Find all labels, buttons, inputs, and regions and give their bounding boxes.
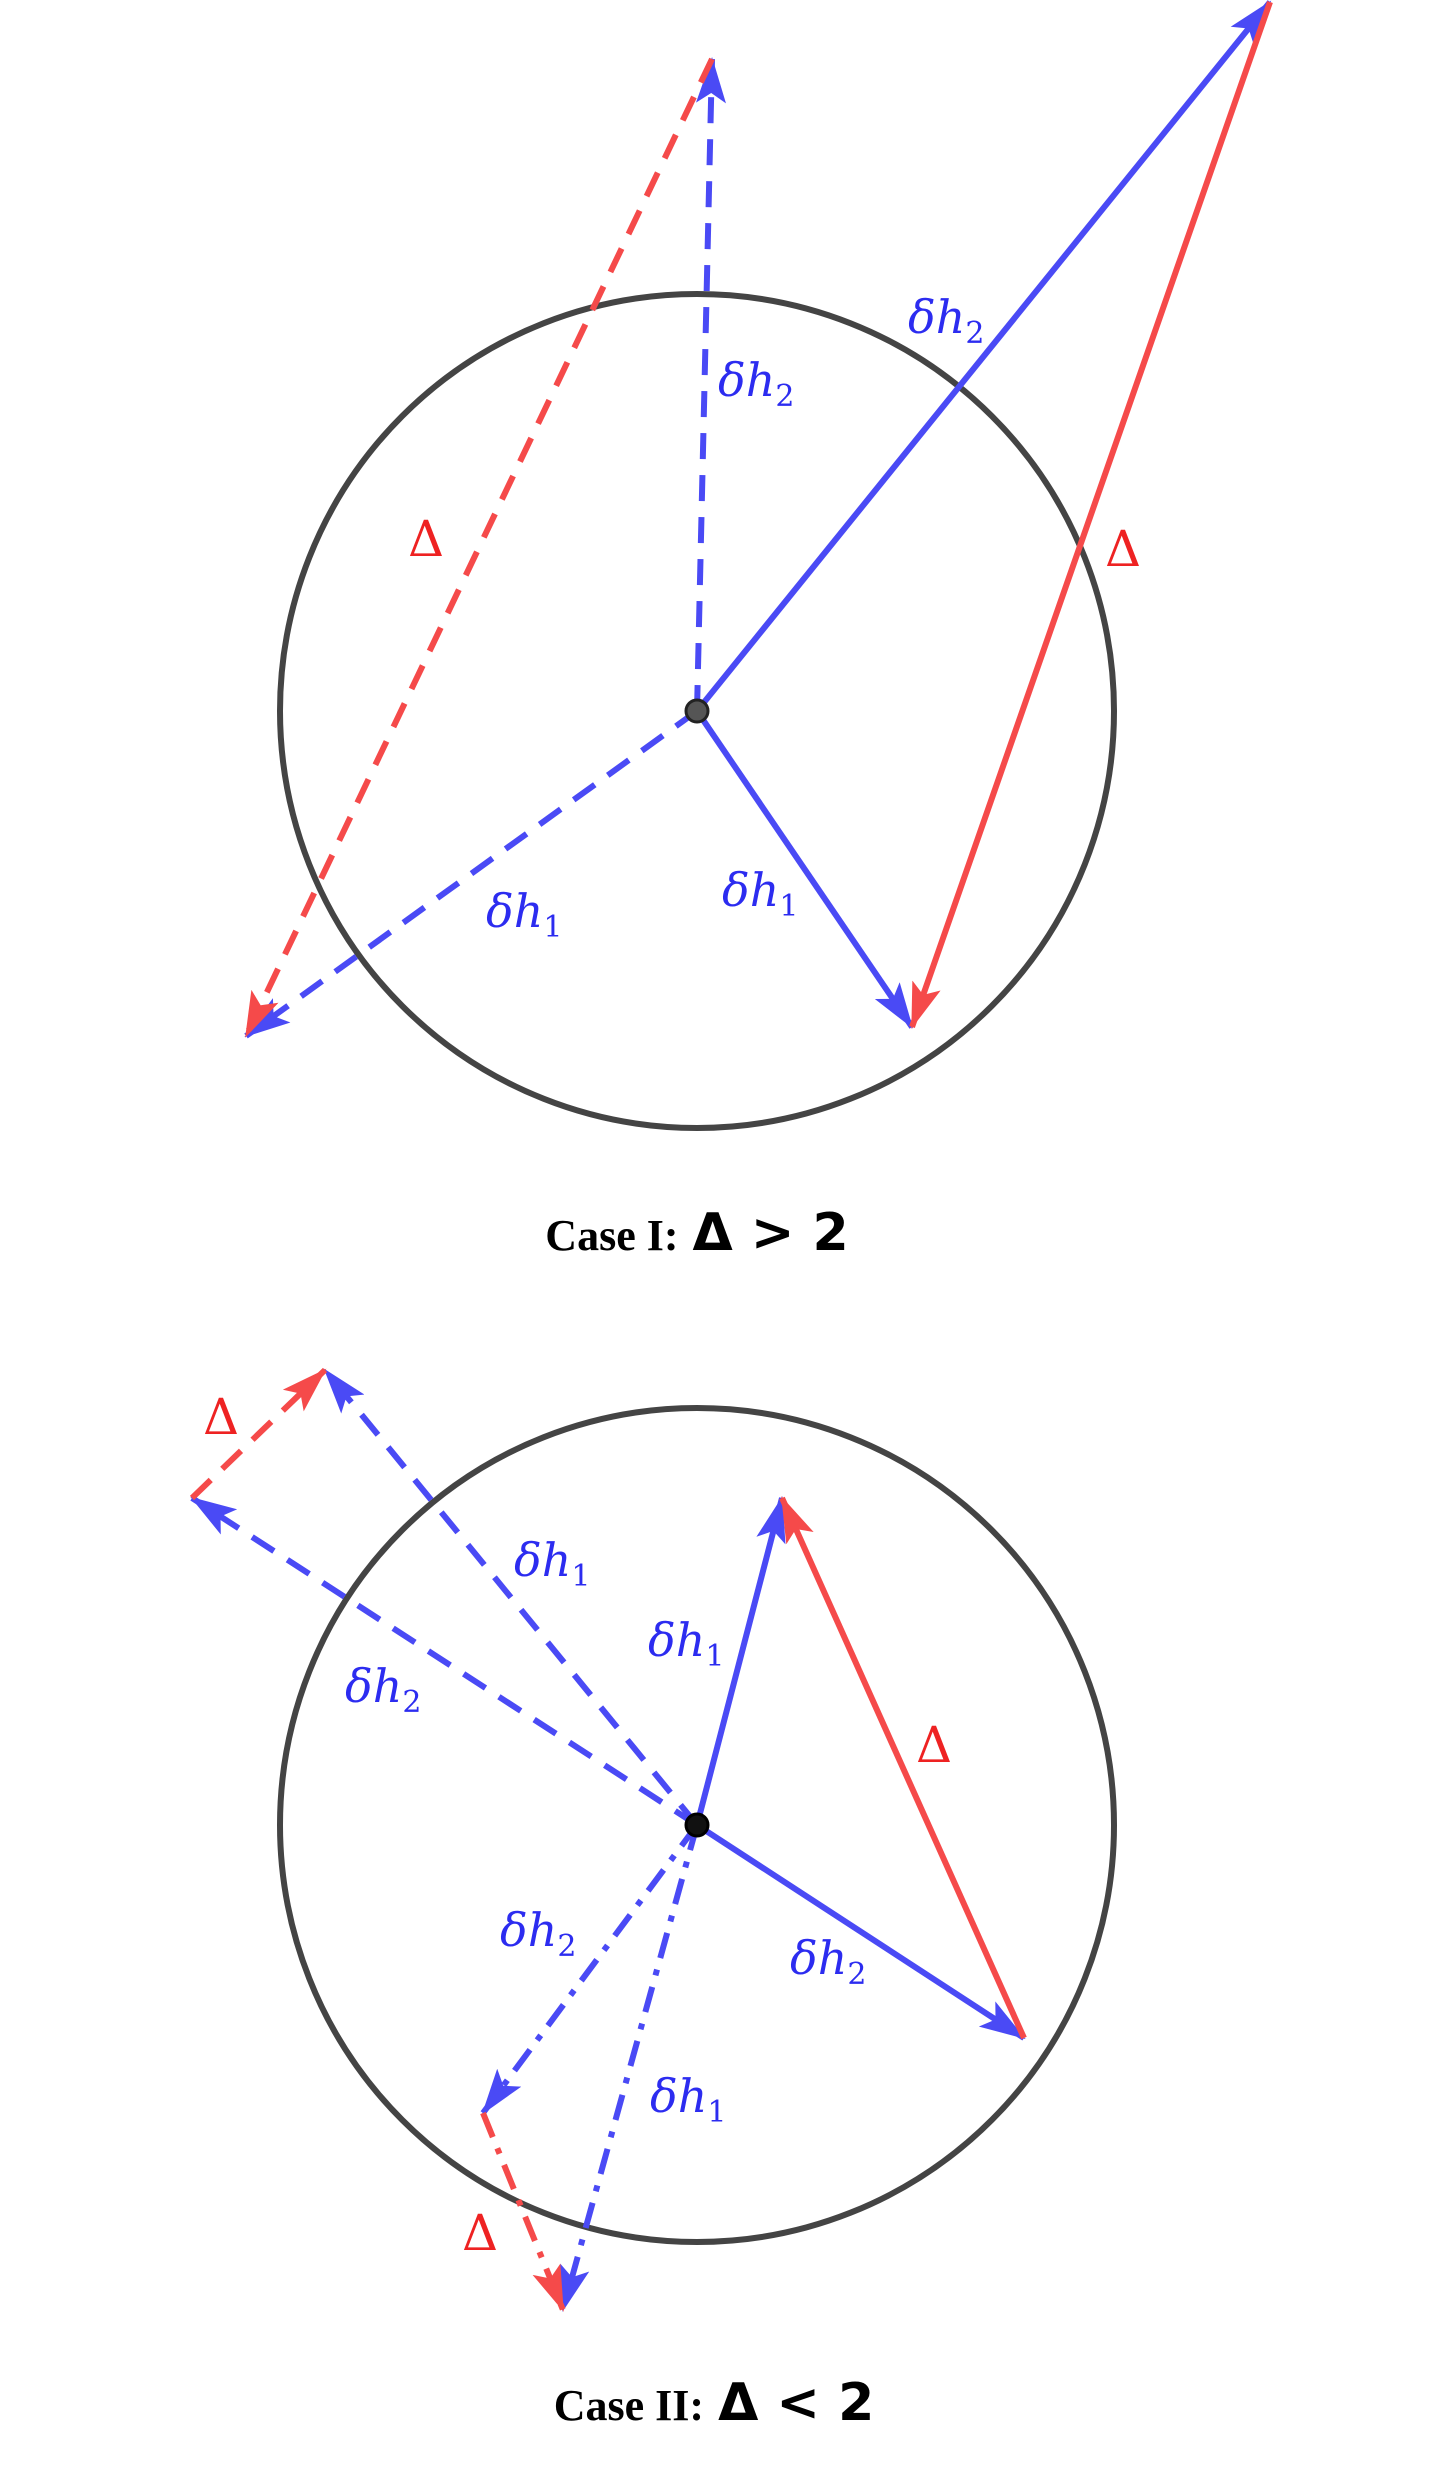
case1-label-dh1-dashed: δh1 [486,884,562,945]
case2-dh1-dashed-vector [322,1368,700,1827]
case2-dh1-solid-vector [694,1496,786,1826]
case2-label-dh1-dashdot: δh1 [650,2069,726,2130]
case1-label-dh2-dashed: δh2 [718,353,794,414]
case1-delta-dashed-vector [243,57,715,1038]
case2-label-dh2-dashdot: δh2 [500,1903,576,1964]
case2-label-delta-dashdot: Δ [462,2204,498,2262]
case2-label-dh2-dashed: δh2 [345,1659,421,1720]
case2-dh2-dashed-vector [190,1495,699,1828]
case2-label-dh1-dashed: δh1 [514,1533,590,1594]
case2-label-dh1-solid: δh1 [648,1613,724,1674]
case1-label-dh1-solid: δh1 [722,863,798,924]
case1-diagram: δh2 δh2 δh1 δh1 Δ Δ Case I: Δ > 2 [243,0,1273,1263]
case1-label-dh2-solid: δh2 [908,290,984,351]
case1-label-delta-solid: Δ [1105,520,1141,578]
case2-dh2-solid-vector [695,1822,1026,2041]
case1-delta-solid-vector [909,1,1273,1029]
case2-unit-circle [277,1405,1117,2245]
case2-dh2-dashdot-vector [480,1823,700,2115]
case2-caption: Case II: Δ < 2 [554,2373,875,2433]
case2-diagram: δh1 δh2 δh1 δh2 δh2 δh1 Δ Δ Δ Case II: Δ… [189,1367,1117,2433]
case2-delta-solid-vector [779,1496,1027,2040]
case1-label-delta-dashed: Δ [408,510,444,568]
case2-label-delta-solid: Δ [916,1716,952,1774]
case1-dh1-solid-vector [694,709,915,1029]
case2-delta-dashdot-vector [480,2111,566,2312]
case1-unit-circle [277,291,1117,1131]
case1-dh2-solid-vector [694,0,1273,713]
case1-origin-point [684,698,710,724]
case1-dh1-dashed-vector [244,708,699,1039]
case2-label-dh2-solid: δh2 [790,1931,866,1992]
case2-label-delta-dashed: Δ [203,1388,239,1446]
case1-dh2-dashed-vector [694,57,726,712]
case2-origin-point [684,1812,710,1838]
case2-delta-dashed-vector [189,1367,328,1501]
case1-caption: Case I: Δ > 2 [545,1203,848,1263]
